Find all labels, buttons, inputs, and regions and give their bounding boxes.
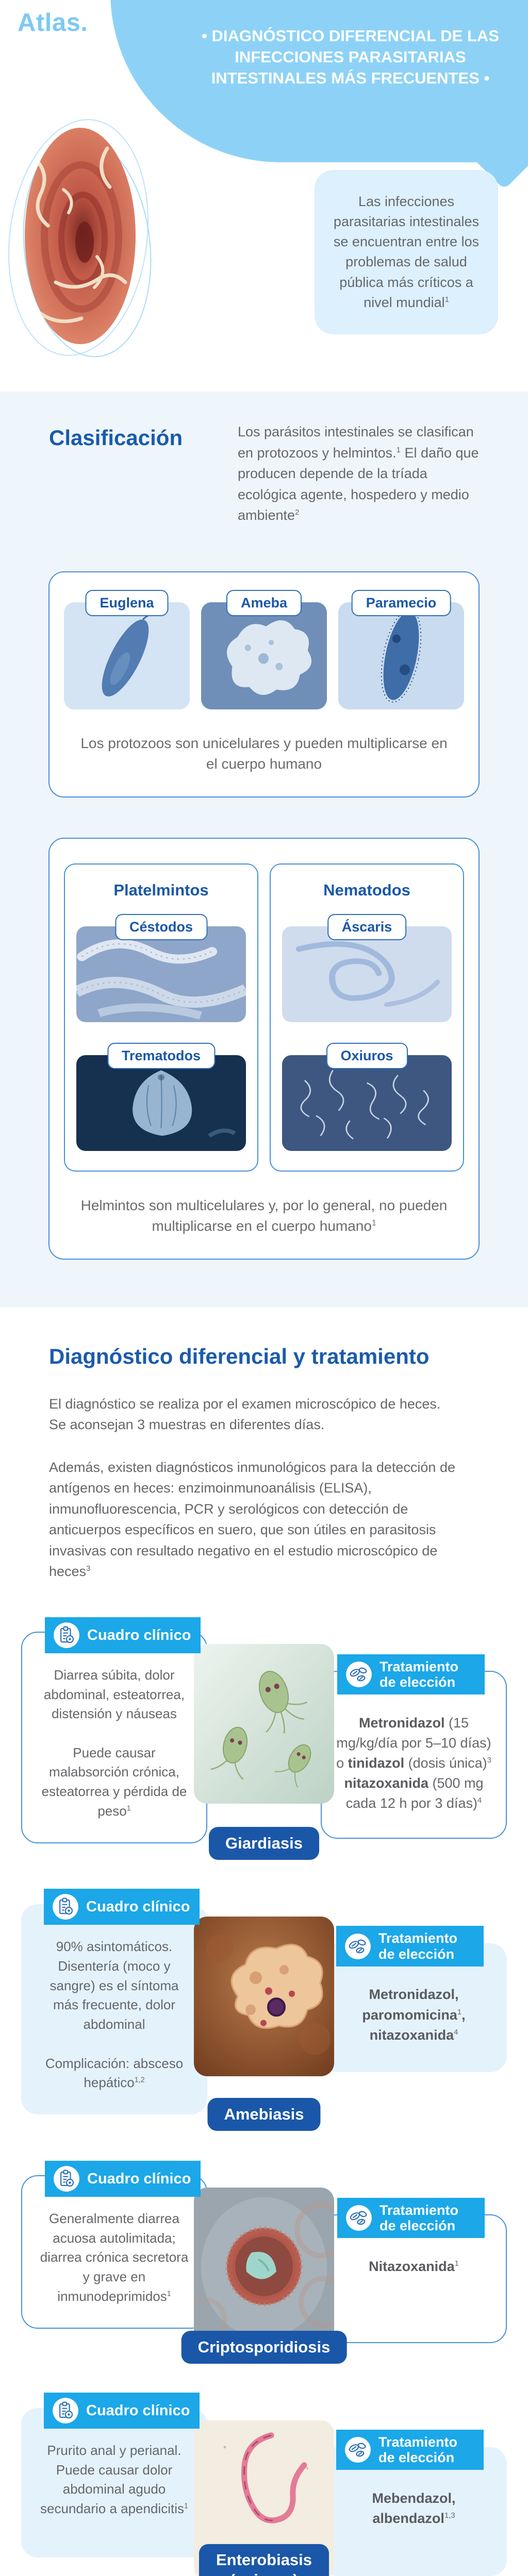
clinical-text: Generalmente diarrea acuosa autolimitada…: [40, 2210, 189, 2304]
clinical-badge-label: Cuadro clínico: [87, 1626, 191, 1643]
helminto-oxiuros: Oxiuros: [282, 1042, 452, 1151]
disease-entry-enterobiasis: Cuadro clínico Prurito anal y perianal. …: [16, 2392, 512, 2576]
ameba-image: [201, 602, 327, 709]
platelmintos-group: Platelmintos Céstodos: [64, 863, 258, 1172]
intestine-worms-image: [25, 128, 136, 344]
treatment-text: Nitazoxanida1: [369, 2258, 459, 2274]
clipboard-icon: [53, 2165, 80, 2192]
clinical-badge-label: Cuadro clínico: [86, 1899, 190, 1916]
platelmintos-title: Platelmintos: [113, 880, 209, 899]
protozoo-euglena: Euglena: [64, 589, 190, 709]
diagnostico-paragraph-2: Además, existen diagnósticos inmunológic…: [49, 1459, 455, 1580]
criptosporidio-image: [194, 2187, 334, 2347]
diagnostico-heading: Diagnóstico diferencial y tratamiento: [49, 1344, 430, 1368]
disease-entry-giardiasis: Cuadro clínico Diarrea súbita, dolor abd…: [16, 1617, 512, 1860]
pills-icon: [345, 2205, 372, 2231]
clipboard-icon: [53, 1622, 80, 1649]
nematodos-group: Nematodos Áscaris Oxiuros: [270, 863, 464, 1172]
clinical-badge: Cuadro clínico: [45, 2160, 201, 2197]
ascaris-image: [282, 926, 452, 1022]
giardia-image: [194, 1643, 334, 1804]
protozoos-card: Euglena Ameba: [48, 571, 480, 798]
section-clasificacion: Clasificación Los parásitos intestinales…: [0, 392, 528, 1307]
protozoo-paramecio: Paramecio: [338, 589, 464, 709]
ameba-disease-image: [194, 1917, 334, 2077]
protozoos-caption: Los protozoos son unicelulares y pueden …: [80, 735, 448, 772]
treatment-card: Tratamiento de elección Nitazoxanida1: [321, 2197, 507, 2343]
helmintos-card: Platelmintos Céstodos: [48, 837, 480, 1260]
helminto-trematodos: Trematodos: [76, 1042, 246, 1151]
euglena-image: [64, 602, 190, 709]
treatment-card: Tratamiento de elección Metronidazol, pa…: [321, 1926, 507, 2073]
clinical-card: Cuadro clínico 90% asintomáticos. Disent…: [21, 1889, 207, 2114]
treatment-badge: Tratamiento de elección: [337, 2197, 485, 2239]
pills-icon: [344, 2436, 371, 2463]
treatment-badge: Tratamiento de elección: [337, 1654, 485, 1695]
clinical-badge: Cuadro clínico: [44, 1889, 200, 1925]
nematodos-title: Nematodos: [323, 880, 410, 899]
treatment-badge-label: Tratamiento de elección: [380, 1658, 459, 1690]
treatment-card: Tratamiento de elección Mebendazol, albe…: [321, 2429, 507, 2576]
clinical-text: 90% asintomáticos. Disentería (moco y sa…: [45, 1939, 184, 2091]
clinical-card: Cuadro clínico Prurito anal y perianal. …: [21, 2392, 207, 2557]
protozoo-ameba: Ameba: [201, 589, 327, 709]
diagnostico-paragraph-1: El diagnóstico se realiza por el examen …: [49, 1396, 441, 1433]
clasificacion-heading: Clasificación: [49, 426, 183, 450]
treatment-badge-label: Tratamiento de elección: [378, 1930, 458, 1962]
intestine-illustration: [0, 111, 162, 364]
euglena-label: Euglena: [85, 589, 169, 616]
treatment-badge-label: Tratamiento de elección: [380, 2202, 459, 2234]
ameba-label: Ameba: [226, 589, 302, 616]
disease-label-amebiasis: Amebiasis: [207, 2097, 321, 2131]
disease-entry-criptosporidiosis: Cuadro clínico Generalmente diarrea acuo…: [16, 2160, 512, 2364]
clinical-card: Cuadro clínico Generalmente diarrea acuo…: [21, 2160, 207, 2329]
disease-label-enterobiasis: Enterobiasis (oxiuros): [199, 2544, 329, 2576]
treatment-badge: Tratamiento de elección: [336, 2429, 484, 2470]
cestodos-image: [76, 926, 246, 1022]
helminto-ascaris: Áscaris: [282, 913, 452, 1022]
disease-entry-amebiasis: Cuadro clínico 90% asintomáticos. Disent…: [16, 1889, 512, 2131]
cestodos-label: Céstodos: [114, 913, 208, 940]
pills-icon: [344, 1933, 371, 1960]
treatment-badge-label: Tratamiento de elección: [378, 2434, 458, 2466]
treatment-text: Metronidazol (15 mg/kg/día por 5–10 días…: [336, 1715, 491, 1811]
clasificacion-intro: Los parásitos intestinales se clasifican…: [238, 424, 479, 523]
clinical-badge-label: Cuadro clínico: [86, 2402, 190, 2419]
treatment-text: Mebendazol, albendazol1,3: [372, 2490, 456, 2527]
disease-label-criptosporidiosis: Criptosporidiosis: [181, 2330, 347, 2364]
clinical-card: Cuadro clínico Diarrea súbita, dolor abd…: [21, 1617, 207, 1844]
section-diagnostico: Diagnóstico diferencial y tratamiento El…: [0, 1307, 528, 2576]
paramecio-image: [338, 602, 464, 709]
clinical-text: Diarrea súbita, dolor abdominal, esteato…: [41, 1667, 187, 1819]
treatment-badge: Tratamiento de elección: [336, 1926, 484, 1967]
helmintos-caption: Helmintos son multicelulares y, por lo g…: [80, 1197, 448, 1234]
clinical-text: Prurito anal y perianal. Puede causar do…: [40, 2442, 188, 2516]
clipboard-icon: [52, 2397, 79, 2424]
trematodos-label: Trematodos: [107, 1042, 216, 1069]
clipboard-icon: [52, 1893, 79, 1920]
treatment-text: Metronidazol, paromomicina1, nitazoxanid…: [362, 1987, 466, 2043]
page-title: • DIAGNÓSTICO DIFERENCIAL DE LAS INFECCI…: [202, 27, 499, 87]
oxiuros-label: Oxiuros: [326, 1042, 408, 1069]
clinical-badge: Cuadro clínico: [44, 2392, 200, 2429]
paramecio-label: Paramecio: [351, 589, 451, 616]
clinical-badge: Cuadro clínico: [45, 1617, 201, 1653]
header-intro-box: Las infecciones parasitarias intestinale…: [315, 170, 498, 334]
treatment-card: Tratamiento de elección Metronidazol (15…: [321, 1654, 507, 1839]
trematodos-image: [76, 1055, 246, 1151]
clinical-badge-label: Cuadro clínico: [87, 2170, 191, 2187]
header: Atlas. • DIAGNÓSTICO DIFERENCIAL DE LAS …: [0, 0, 528, 392]
atlas-logo: Atlas.: [18, 9, 88, 37]
oxiuros-image: [282, 1055, 452, 1151]
ascaris-label: Áscaris: [327, 913, 407, 940]
disease-label-giardiasis: Giardiasis: [209, 1827, 319, 1860]
helminto-cestodos: Céstodos: [76, 913, 246, 1022]
pills-icon: [345, 1661, 372, 1688]
